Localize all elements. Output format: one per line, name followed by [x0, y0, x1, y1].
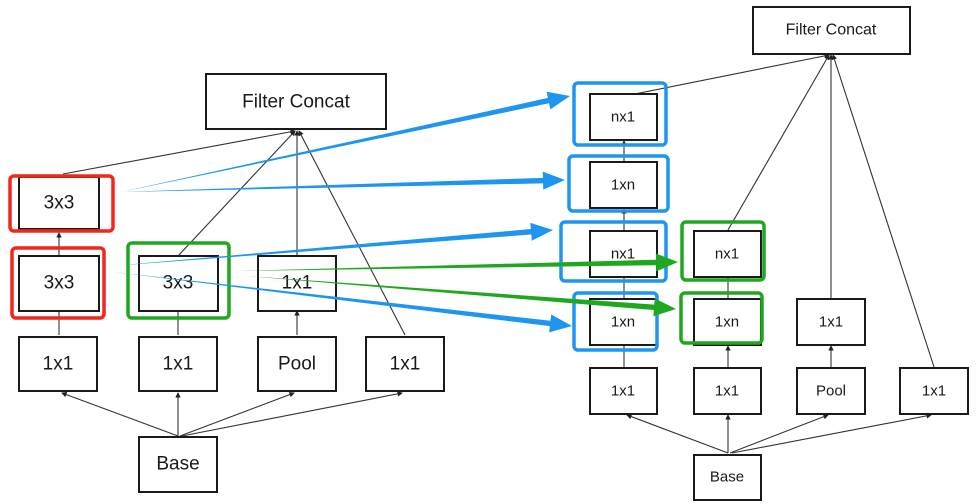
- left-module: Filter Concat 3x3 3x3 3x3 1x1 1x1 1x1 P: [8, 73, 445, 493]
- highlight-red-bottom: [10, 246, 106, 320]
- edge: [729, 414, 829, 454]
- highlight-green-nx1-b: [680, 220, 766, 282]
- left-conv-3x3-top-label: 3x3: [44, 193, 75, 214]
- highlight-red-top: [8, 174, 115, 233]
- highlight-green-left: [126, 241, 231, 320]
- edge: [298, 130, 406, 336]
- highlight-blue-nx1-a: [559, 220, 668, 283]
- edge: [179, 392, 295, 437]
- highlight-blue-1xn-a: [567, 154, 670, 213]
- right-conv-1x1-b: 1x1: [693, 367, 762, 415]
- left-base-label: Base: [156, 454, 199, 475]
- edge: [626, 414, 729, 454]
- left-edges: [56, 129, 406, 437]
- right-conv-nx1-top-label: nx1: [611, 109, 635, 126]
- edge: [62, 129, 296, 175]
- right-conv-1x1-pool-out: 1x1: [796, 298, 866, 346]
- right-conv-nx1-a: nx1: [589, 230, 658, 278]
- right-filter-concat: Filter Concat: [752, 6, 911, 55]
- right-conv-nx1-b-label: nx1: [715, 246, 739, 263]
- left-filter-concat: Filter Concat: [205, 73, 387, 130]
- left-pool: Pool: [257, 336, 337, 392]
- highlight-green-1xn-c: [679, 291, 764, 345]
- left-conv-1x1-c: 1x1: [365, 336, 445, 392]
- right-module: Filter Concat nx1 1xn nx1 1xn nx1 1xn 1: [559, 6, 969, 501]
- right-conv-nx1-a-label: nx1: [611, 246, 635, 263]
- right-conv-1x1-pool-out-label: 1x1: [819, 314, 843, 331]
- left-base: Base: [138, 436, 218, 493]
- edge: [177, 130, 296, 257]
- right-conv-nx1-b: nx1: [693, 230, 762, 278]
- blue-mapping-arrow: [121, 171, 565, 192]
- left-conv-3x3-b: 3x3: [138, 255, 219, 312]
- right-conv-1xn-a-label: 1xn: [611, 177, 635, 194]
- left-conv-1x1-pool-out: 1x1: [257, 255, 337, 312]
- right-conv-1x1-c: 1x1: [899, 367, 969, 415]
- right-conv-1xn-c-label: 1xn: [715, 314, 739, 331]
- right-conv-1xn-a: 1xn: [589, 161, 658, 209]
- green-mapping-arrow: [237, 253, 678, 272]
- right-pool-label: Pool: [816, 383, 846, 400]
- right-base-label: Base: [710, 469, 744, 486]
- edge: [629, 53, 830, 96]
- right-conv-1x1-b-label: 1x1: [715, 383, 739, 400]
- right-pool: Pool: [796, 367, 866, 415]
- left-conv-3x3-a: 3x3: [18, 255, 100, 312]
- highlight-blue-nx1-top: [572, 81, 668, 147]
- edge: [731, 413, 932, 454]
- left-pool-label: Pool: [278, 354, 316, 375]
- left-conv-3x3-top: 3x3: [18, 176, 100, 230]
- right-conv-1x1-c-label: 1x1: [922, 383, 946, 400]
- edge: [727, 54, 830, 231]
- right-filter-concat-label: Filter Concat: [786, 22, 877, 39]
- right-conv-nx1-top: nx1: [589, 93, 658, 141]
- left-conv-3x3-a-label: 3x3: [44, 273, 75, 294]
- right-edges: [621, 53, 935, 454]
- right-conv-1xn-c: 1xn: [693, 298, 762, 346]
- edge: [181, 391, 403, 437]
- left-conv-1x1-a-label: 1x1: [43, 354, 74, 375]
- left-conv-1x1-b-label: 1x1: [163, 354, 194, 375]
- right-base: Base: [693, 454, 762, 501]
- right-conv-1x1-a: 1x1: [589, 367, 658, 415]
- left-conv-1x1-c-label: 1x1: [390, 354, 421, 375]
- left-conv-3x3-b-label: 3x3: [163, 273, 194, 294]
- highlight-blue-1xn-b: [572, 291, 659, 352]
- left-filter-concat-label: Filter Concat: [242, 92, 350, 113]
- edge: [831, 54, 935, 368]
- right-conv-1x1-a-label: 1x1: [611, 383, 635, 400]
- left-conv-1x1-a: 1x1: [18, 336, 98, 392]
- mapping-arrows: [112, 91, 678, 333]
- edge: [61, 392, 179, 437]
- left-conv-1x1-b: 1x1: [138, 336, 218, 392]
- left-conv-1x1-pool-out-label: 1x1: [282, 273, 313, 294]
- right-conv-1xn-b-label: 1xn: [611, 314, 635, 331]
